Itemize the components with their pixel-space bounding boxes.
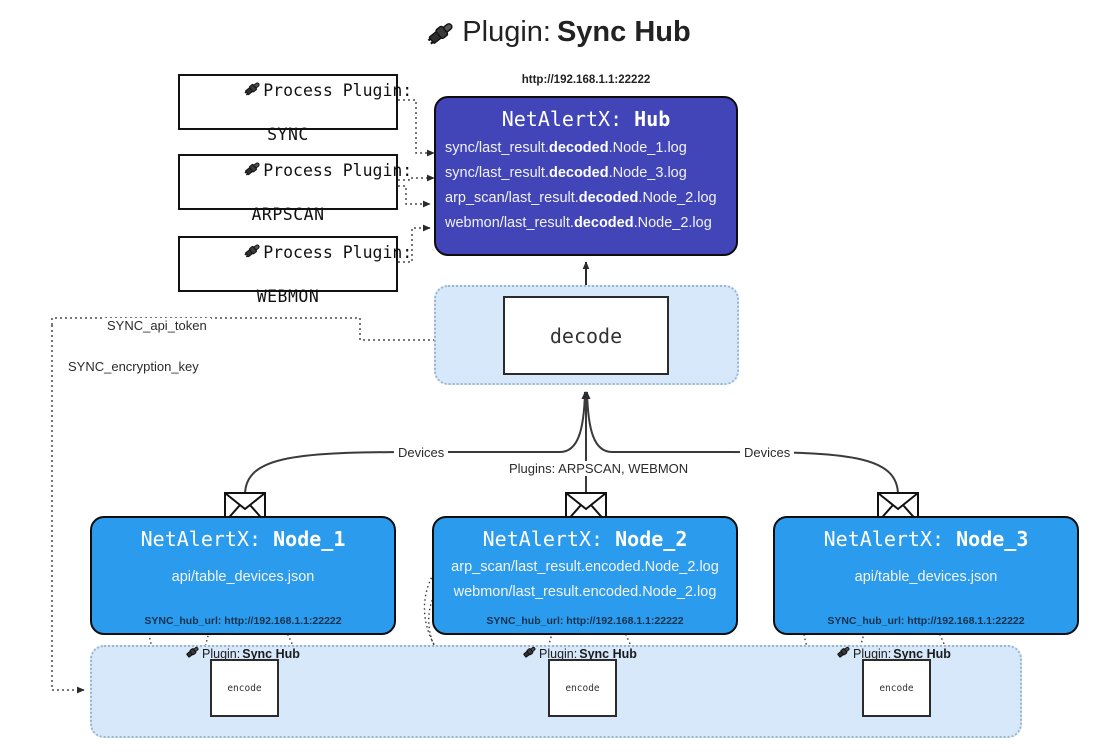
encode-box[interactable]: encode (862, 659, 931, 717)
title-prefix: Plugin: (462, 16, 551, 48)
process-plugin-arpscan[interactable]: Process Plugin: ARPSCAN (178, 154, 412, 224)
process-plugin-label: Process Plugin: (263, 81, 413, 101)
node-title-name: Node_2 (615, 527, 688, 551)
title-name: Sync Hub (556, 16, 691, 48)
hub-log-line: sync/last_result.decoded.Node_3.log (445, 165, 687, 181)
encode-caption-prefix: Plugin: (202, 646, 241, 661)
node-resource-line: webmon/last_result.encoded.Node_2.log (453, 584, 717, 600)
plug-icon (426, 19, 456, 47)
process-plugin-name: SYNC (267, 125, 309, 145)
node-resource-line: api/table_devices.json (854, 569, 998, 585)
process-plugin-label: Process Plugin: (263, 243, 413, 263)
node-title-prefix: NetAlertX: (823, 527, 945, 551)
plug-icon (164, 138, 262, 204)
encode-plugin-caption: Plugin: Sync Hub (836, 645, 951, 662)
node-box-node-3[interactable]: NetAlertX: Node_3 api/table_devices.json… (773, 516, 1079, 635)
hub-title: NetAlertX: Hub (436, 107, 736, 131)
plug-icon (164, 220, 262, 286)
node-title: NetAlertX: Node_1 (92, 527, 394, 551)
node-box-node-2[interactable]: NetAlertX: Node_2 arp_scan/last_result.e… (432, 516, 738, 635)
encode-plugin-caption: Plugin: Sync Hub (522, 645, 637, 662)
node-box-node-1[interactable]: NetAlertX: Node_1 api/table_devices.json… (90, 516, 396, 635)
node-hub-url: SYNC_hub_url: http://192.168.1.1:22222 (144, 615, 342, 627)
devices-label-right: Devices (740, 445, 795, 460)
node-title-prefix: NetAlertX: (140, 527, 262, 551)
plug-icon (164, 58, 262, 124)
hub-node[interactable]: NetAlertX: Hub sync/last_result.decoded.… (434, 96, 738, 256)
node-hub-url: SYNC_hub_url: http://192.168.1.1:22222 (827, 615, 1025, 627)
node-title-name: Node_1 (273, 527, 346, 551)
process-plugin-sync[interactable]: Process Plugin: SYNC (178, 74, 412, 144)
plug-icon (185, 645, 200, 662)
plug-icon (836, 645, 851, 662)
node-resource-line: arp_scan/last_result.encoded.Node_2.log (451, 559, 719, 575)
node-title: NetAlertX: Node_3 (775, 527, 1077, 551)
encode-box[interactable]: encode (210, 659, 279, 717)
node-title-name: Node_3 (956, 527, 1029, 551)
encode-caption-prefix: Plugin: (853, 646, 892, 661)
hub-title-name: Hub (634, 107, 671, 131)
devices-label-left: Devices (394, 445, 449, 460)
node-title-prefix: NetAlertX: (482, 527, 604, 551)
decode-box[interactable]: decode (503, 296, 669, 375)
encode-caption-name: Sync Hub (242, 646, 300, 661)
plugins-label: Plugins: ARPSCAN, WEBMON (505, 461, 693, 476)
plug-icon (522, 645, 537, 662)
hub-log-line: sync/last_result.decoded.Node_1.log (445, 140, 687, 156)
sync-api-token-label: SYNC_api_token (103, 318, 211, 333)
page-title: Plugin: Sync Hub (0, 16, 1117, 49)
process-plugin-name: WEBMON (256, 287, 320, 307)
process-plugin-label: Process Plugin: (263, 161, 413, 181)
encode-caption-name: Sync Hub (893, 646, 951, 661)
encode-plugin-caption: Plugin: Sync Hub (185, 645, 300, 662)
hub-title-prefix: NetAlertX: (501, 107, 623, 131)
hub-log-line: webmon/last_result.decoded.Node_2.log (445, 215, 712, 231)
process-plugin-webmon[interactable]: Process Plugin: WEBMON (178, 236, 412, 306)
encode-caption-prefix: Plugin: (539, 646, 578, 661)
node-title: NetAlertX: Node_2 (434, 527, 736, 551)
encode-caption-name: Sync Hub (579, 646, 637, 661)
hub-url-label: http://192.168.1.1:22222 (521, 74, 651, 86)
sync-encryption-key-label: SYNC_encryption_key (64, 359, 203, 374)
hub-log-line: arp_scan/last_result.decoded.Node_2.log (445, 190, 717, 206)
encode-box[interactable]: encode (548, 659, 617, 717)
node-hub-url: SYNC_hub_url: http://192.168.1.1:22222 (486, 615, 684, 627)
node-resource-line: api/table_devices.json (171, 569, 315, 585)
process-plugin-name: ARPSCAN (251, 205, 325, 225)
